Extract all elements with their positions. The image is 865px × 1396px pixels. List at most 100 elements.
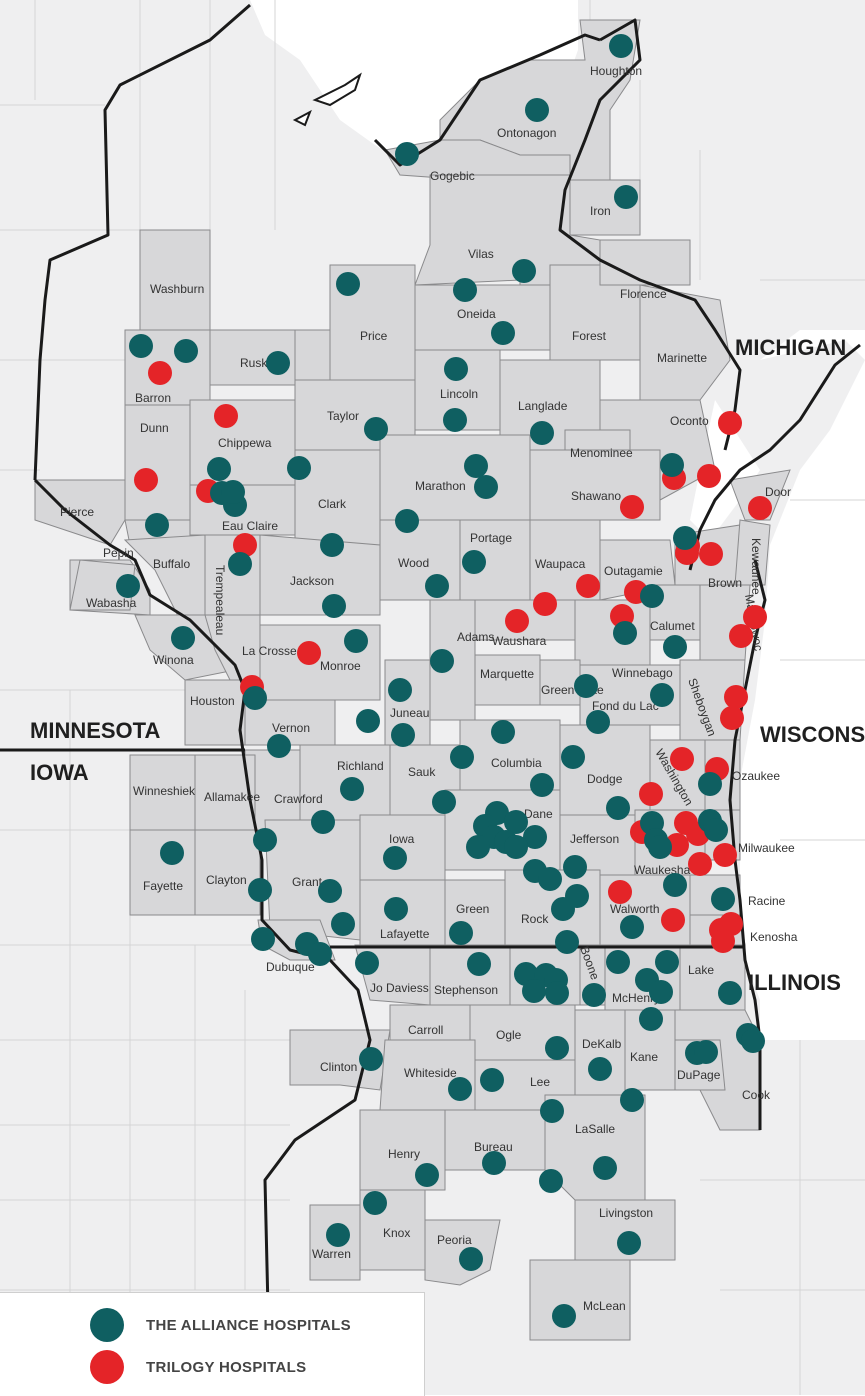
alliance-hospital-marker[interactable]: [555, 930, 579, 954]
alliance-hospital-marker[interactable]: [491, 321, 515, 345]
alliance-hospital-marker[interactable]: [363, 1191, 387, 1215]
alliance-hospital-marker[interactable]: [395, 509, 419, 533]
alliance-hospital-marker[interactable]: [326, 1223, 350, 1247]
alliance-hospital-marker[interactable]: [466, 835, 490, 859]
alliance-hospital-marker[interactable]: [267, 734, 291, 758]
alliance-hospital-marker[interactable]: [474, 475, 498, 499]
trilogy-hospital-marker[interactable]: [639, 782, 663, 806]
alliance-hospital-marker[interactable]: [253, 828, 277, 852]
alliance-hospital-marker[interactable]: [694, 1040, 718, 1064]
trilogy-hospital-marker[interactable]: [670, 747, 694, 771]
alliance-hospital-marker[interactable]: [614, 185, 638, 209]
alliance-hospital-marker[interactable]: [171, 626, 195, 650]
alliance-hospital-marker[interactable]: [663, 635, 687, 659]
alliance-hospital-marker[interactable]: [116, 574, 140, 598]
alliance-hospital-marker[interactable]: [673, 526, 697, 550]
alliance-hospital-marker[interactable]: [359, 1047, 383, 1071]
alliance-hospital-marker[interactable]: [425, 574, 449, 598]
alliance-hospital-marker[interactable]: [552, 1304, 576, 1328]
alliance-hospital-marker[interactable]: [322, 594, 346, 618]
trilogy-hospital-marker[interactable]: [718, 411, 742, 435]
alliance-hospital-marker[interactable]: [388, 678, 412, 702]
alliance-hospital-marker[interactable]: [356, 709, 380, 733]
alliance-hospital-marker[interactable]: [698, 772, 722, 796]
trilogy-hospital-marker[interactable]: [688, 852, 712, 876]
alliance-hospital-marker[interactable]: [318, 879, 342, 903]
alliance-hospital-marker[interactable]: [467, 952, 491, 976]
alliance-hospital-marker[interactable]: [704, 818, 728, 842]
trilogy-hospital-marker[interactable]: [661, 908, 685, 932]
alliance-hospital-marker[interactable]: [640, 584, 664, 608]
alliance-hospital-marker[interactable]: [207, 457, 231, 481]
alliance-hospital-marker[interactable]: [383, 846, 407, 870]
alliance-hospital-marker[interactable]: [539, 1169, 563, 1193]
alliance-hospital-marker[interactable]: [586, 710, 610, 734]
alliance-hospital-marker[interactable]: [620, 1088, 644, 1112]
alliance-hospital-marker[interactable]: [660, 453, 684, 477]
alliance-hospital-marker[interactable]: [430, 649, 454, 673]
alliance-hospital-marker[interactable]: [384, 897, 408, 921]
alliance-hospital-marker[interactable]: [545, 981, 569, 1005]
alliance-hospital-marker[interactable]: [617, 1231, 641, 1255]
trilogy-hospital-marker[interactable]: [699, 542, 723, 566]
alliance-hospital-marker[interactable]: [336, 272, 360, 296]
alliance-hospital-marker[interactable]: [482, 1151, 506, 1175]
alliance-hospital-marker[interactable]: [344, 629, 368, 653]
alliance-hospital-marker[interactable]: [563, 855, 587, 879]
alliance-hospital-marker[interactable]: [464, 454, 488, 478]
alliance-hospital-marker[interactable]: [663, 873, 687, 897]
alliance-hospital-marker[interactable]: [450, 745, 474, 769]
alliance-hospital-marker[interactable]: [609, 34, 633, 58]
alliance-hospital-marker[interactable]: [613, 621, 637, 645]
alliance-hospital-marker[interactable]: [160, 841, 184, 865]
alliance-hospital-marker[interactable]: [432, 790, 456, 814]
alliance-hospital-marker[interactable]: [588, 1057, 612, 1081]
alliance-hospital-marker[interactable]: [243, 686, 267, 710]
alliance-hospital-marker[interactable]: [444, 357, 468, 381]
alliance-hospital-marker[interactable]: [266, 351, 290, 375]
alliance-hospital-marker[interactable]: [545, 1036, 569, 1060]
alliance-hospital-marker[interactable]: [129, 334, 153, 358]
trilogy-hospital-marker[interactable]: [729, 624, 753, 648]
alliance-hospital-marker[interactable]: [574, 674, 598, 698]
trilogy-hospital-marker[interactable]: [297, 641, 321, 665]
alliance-hospital-marker[interactable]: [355, 951, 379, 975]
alliance-hospital-marker[interactable]: [462, 550, 486, 574]
trilogy-hospital-marker[interactable]: [233, 533, 257, 557]
alliance-hospital-marker[interactable]: [453, 278, 477, 302]
alliance-hospital-marker[interactable]: [449, 921, 473, 945]
alliance-hospital-marker[interactable]: [395, 142, 419, 166]
trilogy-hospital-marker[interactable]: [748, 496, 772, 520]
alliance-hospital-marker[interactable]: [551, 897, 575, 921]
alliance-hospital-marker[interactable]: [311, 810, 335, 834]
alliance-hospital-marker[interactable]: [718, 981, 742, 1005]
trilogy-hospital-marker[interactable]: [148, 361, 172, 385]
alliance-hospital-marker[interactable]: [582, 983, 606, 1007]
alliance-hospital-marker[interactable]: [620, 915, 644, 939]
alliance-hospital-marker[interactable]: [287, 456, 311, 480]
alliance-hospital-marker[interactable]: [639, 1007, 663, 1031]
alliance-hospital-marker[interactable]: [523, 825, 547, 849]
alliance-hospital-marker[interactable]: [391, 723, 415, 747]
alliance-hospital-marker[interactable]: [655, 950, 679, 974]
alliance-hospital-marker[interactable]: [174, 339, 198, 363]
alliance-hospital-marker[interactable]: [530, 421, 554, 445]
alliance-hospital-marker[interactable]: [443, 408, 467, 432]
alliance-hospital-marker[interactable]: [741, 1029, 765, 1053]
alliance-hospital-marker[interactable]: [525, 98, 549, 122]
alliance-hospital-marker[interactable]: [415, 1163, 439, 1187]
alliance-hospital-marker[interactable]: [320, 533, 344, 557]
trilogy-hospital-marker[interactable]: [134, 468, 158, 492]
trilogy-hospital-marker[interactable]: [724, 685, 748, 709]
trilogy-hospital-marker[interactable]: [214, 404, 238, 428]
alliance-hospital-marker[interactable]: [331, 912, 355, 936]
alliance-hospital-marker[interactable]: [593, 1156, 617, 1180]
alliance-hospital-marker[interactable]: [649, 980, 673, 1004]
trilogy-hospital-marker[interactable]: [743, 605, 767, 629]
alliance-hospital-marker[interactable]: [459, 1247, 483, 1271]
alliance-hospital-marker[interactable]: [606, 950, 630, 974]
trilogy-hospital-marker[interactable]: [608, 880, 632, 904]
alliance-hospital-marker[interactable]: [648, 835, 672, 859]
alliance-hospital-marker[interactable]: [480, 1068, 504, 1092]
trilogy-hospital-marker[interactable]: [576, 574, 600, 598]
